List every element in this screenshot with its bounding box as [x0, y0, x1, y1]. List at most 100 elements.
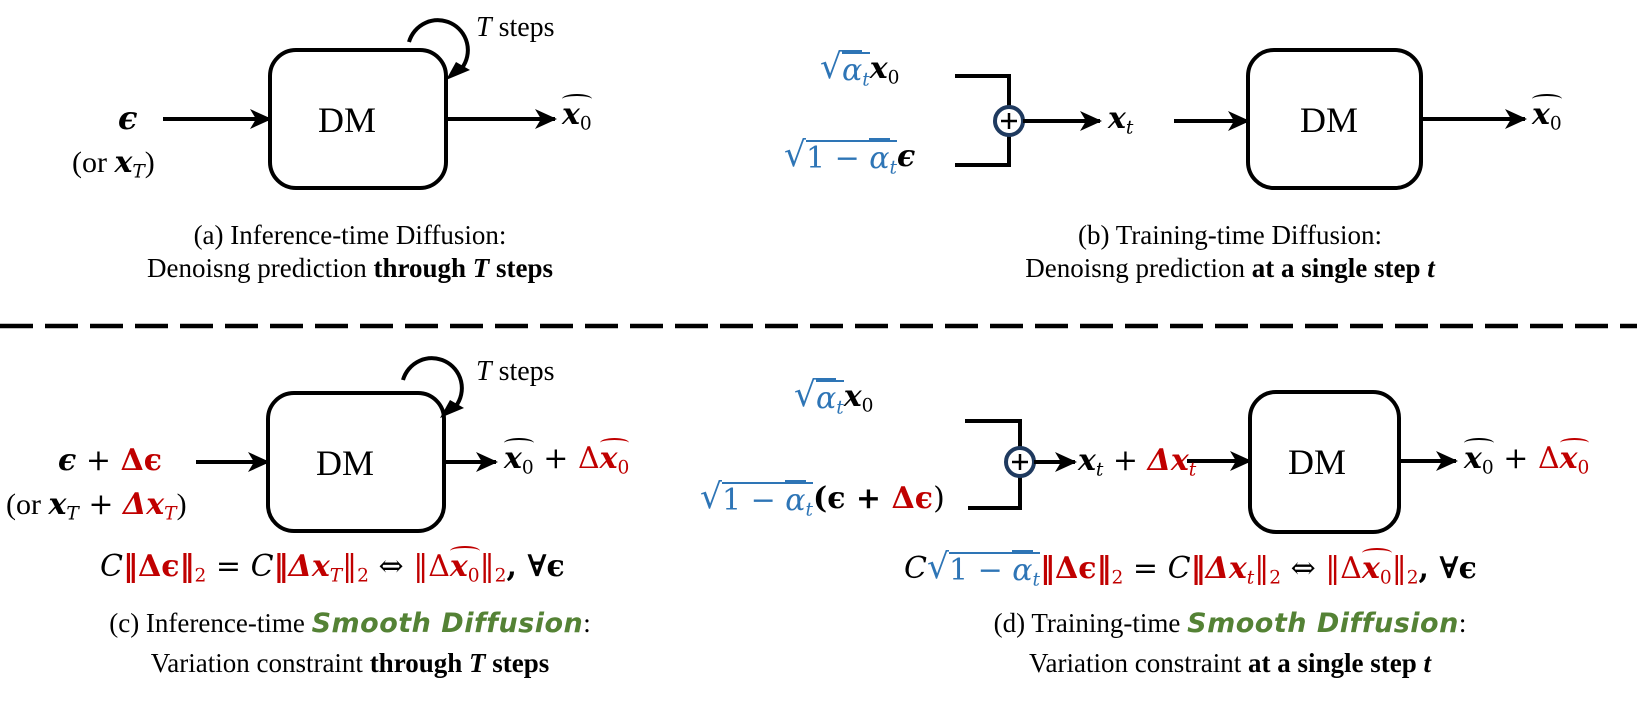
panel-a-loop-var: T — [476, 12, 492, 43]
eq-d-c2: C — [1167, 551, 1191, 586]
panel-d-out-delta-sym: Δ — [1537, 441, 1560, 476]
panel-b-bottom-alpha-sub: t — [889, 157, 898, 179]
eq-c-n3-sub: 2 — [494, 565, 507, 587]
panel-a-output: x0 — [562, 93, 592, 135]
panel-b-output-sub: 0 — [1549, 113, 1562, 135]
eq-c-c1: C — [100, 549, 123, 584]
panel-c-delta-eps: Δϵ — [120, 443, 163, 478]
panel-c-caption-suffix: : — [583, 608, 591, 638]
panel-d-top-sqrt: √αt — [794, 375, 844, 419]
panel-b-bottom-var: ϵ — [897, 139, 916, 174]
eq-d-sqrt-sub: t — [1032, 569, 1040, 591]
panel-c-alt-var: x — [48, 487, 67, 522]
panel-c-method-name: Smooth Diffusion — [311, 608, 584, 639]
panel-c-loop-arrowhead — [440, 400, 464, 418]
eq-c-n3-var-sub: 0 — [467, 565, 480, 587]
panel-d-bottom-wire — [968, 477, 1022, 510]
panel-b-top-sqrt: √αt — [820, 47, 870, 91]
panel-c-out-plus: + — [533, 441, 578, 476]
panel-b-mid-var: xt — [1108, 104, 1133, 138]
panel-d-top-var: x — [843, 379, 862, 414]
eq-c-n3-var: x — [449, 549, 468, 584]
eq-d-n3-var: x — [1361, 551, 1380, 586]
panel-c-caption-plain: Variation constraint — [150, 648, 370, 678]
eq-d-n2-sub: 2 — [1269, 567, 1282, 589]
panel-a-loop-arrow — [407, 18, 470, 70]
eq-d-n3-close: ‖ — [1391, 551, 1407, 586]
panel-c-loop-label: T steps — [476, 358, 555, 386]
panel-d-bottom-close: ) — [933, 481, 945, 516]
panel-d-out-delta: Δx0 — [1537, 437, 1590, 479]
panel-c-out-delta-sub: 0 — [617, 457, 630, 479]
eq-d-c1: C — [904, 551, 927, 586]
panel-a-caption-line1: (a) Inference-time Diffusion: — [193, 220, 507, 250]
eq-d-n1-sub: 2 — [1111, 567, 1124, 589]
panel-d-out-plus: + — [1493, 441, 1538, 476]
eq-d-iff: ⇔ — [1281, 551, 1326, 586]
panel-c-caption-line2: Variation constraint through T steps — [60, 650, 640, 677]
panel-a-caption-plain: Denoisng prediction — [146, 253, 374, 283]
panel-d-top-alpha-sub: t — [836, 397, 844, 419]
panel-c-alt-delta-sub: T — [164, 503, 177, 525]
panel-a-input-alt: (or xT) — [72, 148, 155, 182]
eq-d-n2-open: ‖Δx — [1190, 551, 1247, 586]
panel-c-out-delta-hat: x0 — [599, 437, 630, 479]
panel-a-alt-sub: T — [132, 161, 145, 183]
panel-b-top-alpha-sub: t — [862, 69, 870, 91]
panel-c-alt-suffix: ) — [176, 488, 187, 521]
panel-d-bottom-open: (ϵ + — [813, 481, 892, 516]
panel-a-loop-label: T steps — [476, 14, 555, 42]
panel-c-out-delta-var: x — [599, 441, 618, 476]
panel-d-bottom-delta: Δϵ — [891, 481, 934, 516]
panel-b-bottom-sqrt: √1 − αt — [784, 135, 898, 179]
panel-d-equation: C√1 − αt‖Δϵ‖2 = C‖Δxt‖2 ⇔ ‖Δx0‖2, ∀ϵ — [904, 547, 1477, 591]
eq-c-n3-open: ‖Δ — [413, 549, 450, 584]
panel-d-bottom-input: √1 − αt(ϵ + Δϵ) — [700, 477, 945, 521]
panel-d-out-sub: 0 — [1481, 457, 1494, 479]
eq-d-n3-var-sub: 0 — [1379, 567, 1392, 589]
eq-d-n3-hat: x0 — [1361, 547, 1392, 589]
panel-b-caption-line1: (b) Training-time Diffusion: — [1077, 220, 1382, 250]
eq-c-n1-sub: 2 — [194, 565, 207, 587]
eq-c-iff: ⇔ — [368, 549, 414, 584]
eq-c-tail: , ∀ϵ — [506, 549, 565, 584]
panel-b-top-wire — [955, 74, 1011, 106]
panel-b-output: x0 — [1532, 93, 1562, 135]
panel-d-mid: xt + Δxt — [1078, 446, 1196, 480]
panel-a-loop-arrowhead — [446, 62, 470, 80]
panel-c-caption-var: T — [468, 648, 486, 678]
panel-c-out-delta: Δx0 — [577, 437, 630, 479]
panel-d-bottom-sqrt: √1 − αt — [700, 477, 814, 521]
panel-d-caption-suffix: : — [1458, 608, 1467, 638]
panel-d-mid-x: x — [1078, 443, 1096, 478]
eq-d-eq: = — [1123, 551, 1168, 586]
panel-c-input-alt: (or xT + ΔxT) — [6, 490, 187, 524]
panel-d-top-wire — [965, 419, 1022, 447]
panel-b-graphics — [955, 48, 1527, 190]
panel-a-output-var: x — [562, 97, 580, 132]
panel-b-dm-label: DM — [1300, 100, 1359, 140]
panel-d-out-delta-sub: 0 — [1577, 457, 1590, 479]
panel-b-caption-bold: at a single step — [1251, 253, 1428, 283]
eq-d-sqrt-prefix: 1 − — [948, 553, 1013, 588]
panel-c-loop-var: T — [476, 356, 492, 387]
panel-b-caption-plain: Denoisng prediction — [1025, 253, 1252, 283]
panel-c-caption-bold: through — [369, 648, 469, 678]
panel-a-output-hat: x0 — [562, 93, 592, 135]
panel-d-top-alpha: α — [815, 378, 837, 416]
panel-c-loop-arrow — [401, 356, 464, 408]
panel-a-caption-bold2: steps — [489, 253, 554, 283]
panel-d-caption-plain: Variation constraint — [1029, 648, 1248, 678]
panel-a-output-sub: 0 — [579, 113, 592, 135]
eq-c-eq: = — [206, 549, 251, 584]
panel-c-output-hat: x0 — [504, 437, 534, 478]
panel-a-caption-var: T — [472, 253, 490, 283]
panel-b-output-hat: x0 — [1532, 93, 1562, 135]
panel-b-mid-x: x — [1108, 101, 1126, 136]
panel-c-input: ϵ + Δϵ — [58, 446, 162, 476]
panel-d-mid-delta-sub: t — [1188, 459, 1197, 481]
panel-c-caption-line1: (c) Inference-time Smooth Diffusion: — [60, 608, 640, 639]
panel-c-out-delta-sym: Δ — [577, 441, 600, 476]
